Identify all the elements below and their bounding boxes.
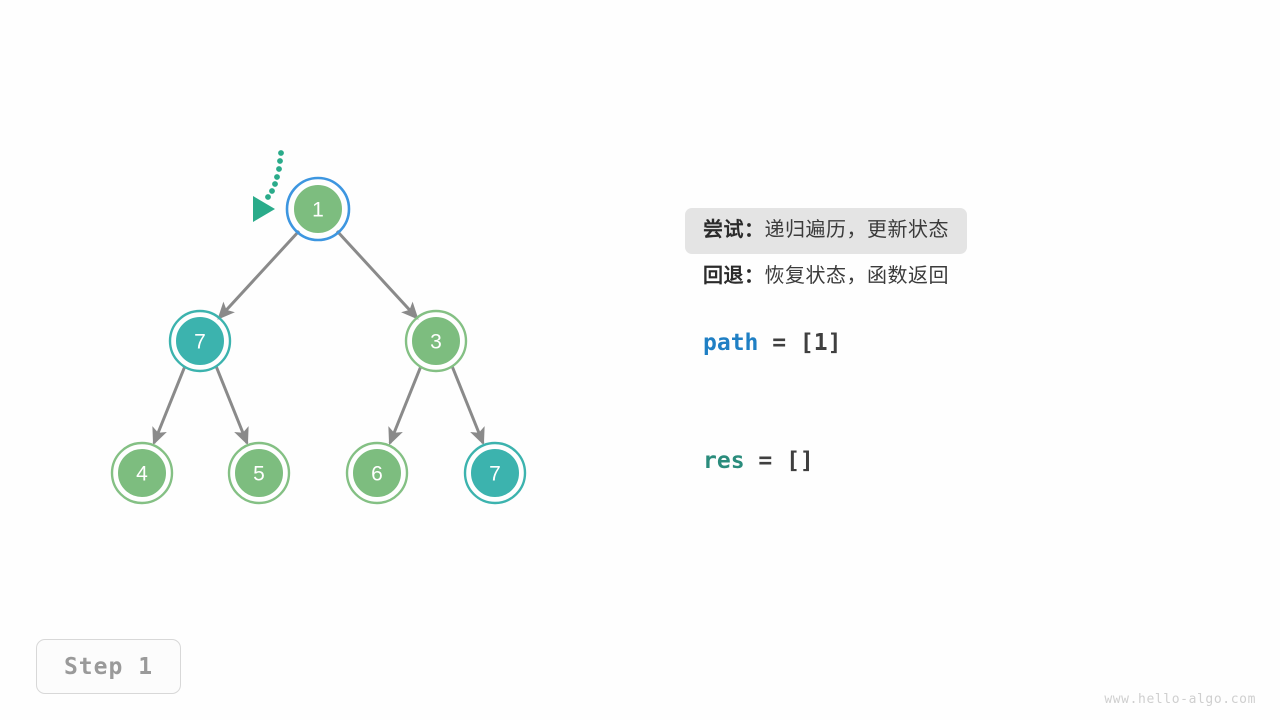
pointer-trail-dot (278, 150, 284, 156)
code-spacer (703, 358, 841, 446)
node-circle (174, 315, 226, 367)
tree-node-4[interactable]: 4 (110, 441, 174, 505)
site-watermark: www.hello-algo.com (1104, 692, 1256, 707)
node-outer-ring (110, 441, 174, 505)
code-line-path: path = [1] (703, 328, 841, 358)
res-variable-name: res (703, 448, 745, 474)
hint-line-backtrack: 回退：恢复状态，函数返回 (685, 254, 1245, 300)
step-badge: Step 1 (36, 639, 181, 694)
recursion-pointer (253, 150, 284, 222)
edge-7-to-5 (214, 365, 249, 446)
node-label: 6 (371, 463, 383, 486)
node-active-ring (285, 176, 351, 242)
hint-key: 尝试： (703, 219, 765, 241)
tree-node-7-right[interactable]: 7 (463, 441, 527, 505)
tree-edges (152, 229, 485, 446)
edge-1-to-3 (335, 229, 419, 320)
binary-tree-diagram: 1 7 3 4 (110, 150, 527, 505)
edge-1-to-7 (217, 229, 301, 320)
node-label: 5 (253, 463, 265, 486)
node-label: 7 (489, 463, 501, 486)
res-variable-value: = [] (744, 448, 814, 474)
node-label: 4 (136, 463, 148, 486)
node-circle (292, 183, 344, 235)
pointer-trail-dot (274, 174, 280, 180)
pointer-trail-dot (276, 166, 282, 172)
pointer-trail-dot (265, 194, 271, 200)
pointer-trail-dot (277, 158, 283, 164)
hint-line-try: 尝试：递归遍历，更新状态 (685, 208, 1245, 254)
pointer-trail-dot (272, 181, 278, 187)
node-circle (351, 447, 403, 499)
path-variable-value: = [1] (758, 330, 842, 356)
edge-7-to-4 (152, 365, 187, 446)
node-circle (469, 447, 521, 499)
path-variable-name: path (703, 330, 759, 356)
node-outer-ring (168, 309, 232, 373)
tree-nodes: 1 7 3 4 (110, 176, 527, 505)
info-panel: 尝试：递归遍历，更新状态 回退：恢复状态，函数返回 (685, 208, 1245, 300)
hint-row-highlight: 尝试：递归遍历，更新状态 (685, 208, 967, 254)
node-outer-ring (463, 441, 527, 505)
pointer-triangle-icon (253, 196, 275, 222)
node-circle (116, 447, 168, 499)
node-outer-ring (227, 441, 291, 505)
pointer-trail-dot (269, 188, 275, 194)
edge-3-to-6 (388, 365, 423, 446)
node-outer-ring (404, 309, 468, 373)
tree-node-1[interactable]: 1 (285, 176, 351, 242)
code-line-res: res = [] (703, 446, 841, 476)
node-circle (410, 315, 462, 367)
hint-key: 回退： (703, 265, 765, 287)
hint-value: 恢复状态，函数返回 (764, 265, 949, 287)
node-label: 1 (312, 199, 324, 222)
state-code-block: path = [1] res = [] (703, 328, 841, 476)
hint-value: 递归遍历，更新状态 (764, 219, 949, 241)
hint-row: 回退：恢复状态，函数返回 (685, 254, 967, 300)
node-circle (233, 447, 285, 499)
node-label: 3 (430, 331, 442, 354)
tree-node-7-left[interactable]: 7 (168, 309, 232, 373)
tree-node-5[interactable]: 5 (227, 441, 291, 505)
node-label: 7 (194, 331, 206, 354)
edge-3-to-7 (450, 365, 485, 446)
tree-node-6[interactable]: 6 (345, 441, 409, 505)
node-outer-ring (345, 441, 409, 505)
tree-node-3[interactable]: 3 (404, 309, 468, 373)
